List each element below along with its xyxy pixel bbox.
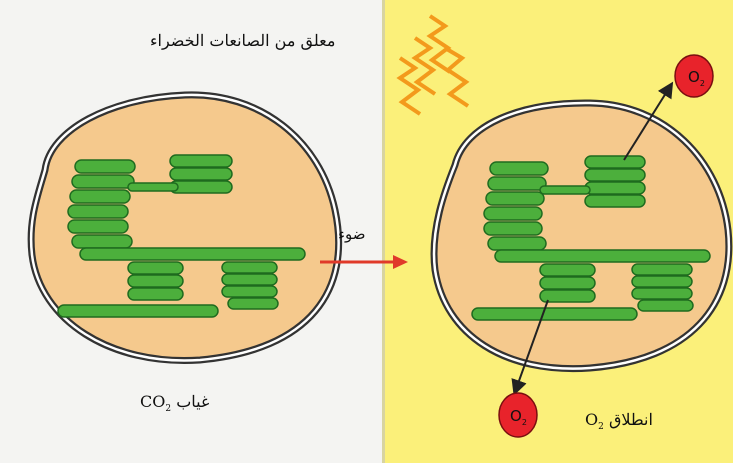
- caption-right: انطلاق O2: [585, 410, 653, 432]
- caption-right-molecule: O2: [585, 410, 604, 429]
- o2-top-subscript: 2: [700, 79, 705, 88]
- o2-bubble-bottom: O2: [499, 393, 537, 437]
- caption-left-molecule: CO2: [140, 392, 171, 411]
- caption-left-word: غياب: [176, 392, 209, 411]
- caption-left: غياب CO2: [140, 392, 209, 414]
- chloroplast-left: [31, 95, 339, 361]
- o2-bottom-subscript: 2: [522, 418, 527, 427]
- o2-top-letter: O: [688, 68, 700, 86]
- o2-bubble-top: O2: [675, 55, 713, 97]
- caption-right-word: انطلاق: [609, 410, 653, 429]
- light-bolt-icon: [400, 16, 468, 114]
- light-label: ضوء: [338, 225, 366, 243]
- chloroplast-right: [434, 85, 729, 392]
- figure-title: معلق من الصانعات الخضراء: [150, 31, 335, 50]
- o2-bottom-letter: O: [510, 407, 522, 425]
